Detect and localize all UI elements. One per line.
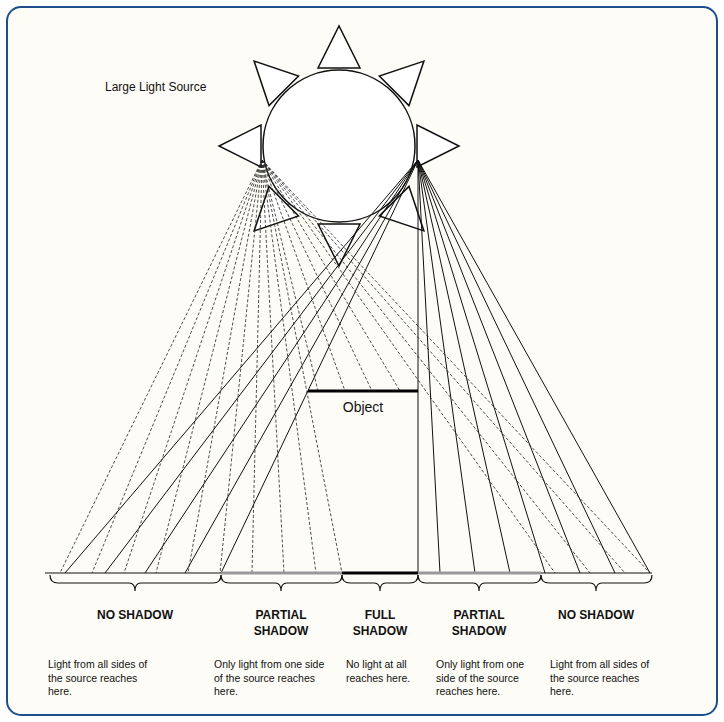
- region-heading: FULL SHADOW: [347, 608, 413, 639]
- partial-shadow-band: [418, 572, 541, 575]
- region-note: Light from all sides of the source reach…: [48, 658, 154, 699]
- full-shadow-band: [342, 572, 418, 575]
- object-bar: [308, 390, 418, 393]
- rays-right-side: [65, 160, 650, 573]
- source-label: Large Light Source: [105, 80, 255, 96]
- object-label: Object: [323, 398, 403, 416]
- rays-left-side: [60, 160, 650, 573]
- partial-shadow-band: [221, 572, 342, 575]
- region-heading: NO SHADOW: [546, 608, 646, 624]
- frame: [7, 7, 717, 715]
- region-heading: NO SHADOW: [80, 608, 190, 624]
- region-braces: [50, 575, 652, 591]
- region-note: No light at all reaches here.: [346, 658, 414, 685]
- region-note: Light from all sides of the source reach…: [550, 658, 658, 699]
- region-heading: PARTIAL SHADOW: [241, 608, 321, 639]
- region-note: Only light from one side of the source r…: [214, 658, 332, 699]
- region-heading: PARTIAL SHADOW: [439, 608, 519, 639]
- region-note: Only light from one side of the source r…: [436, 658, 542, 699]
- ground-line: [45, 573, 652, 574]
